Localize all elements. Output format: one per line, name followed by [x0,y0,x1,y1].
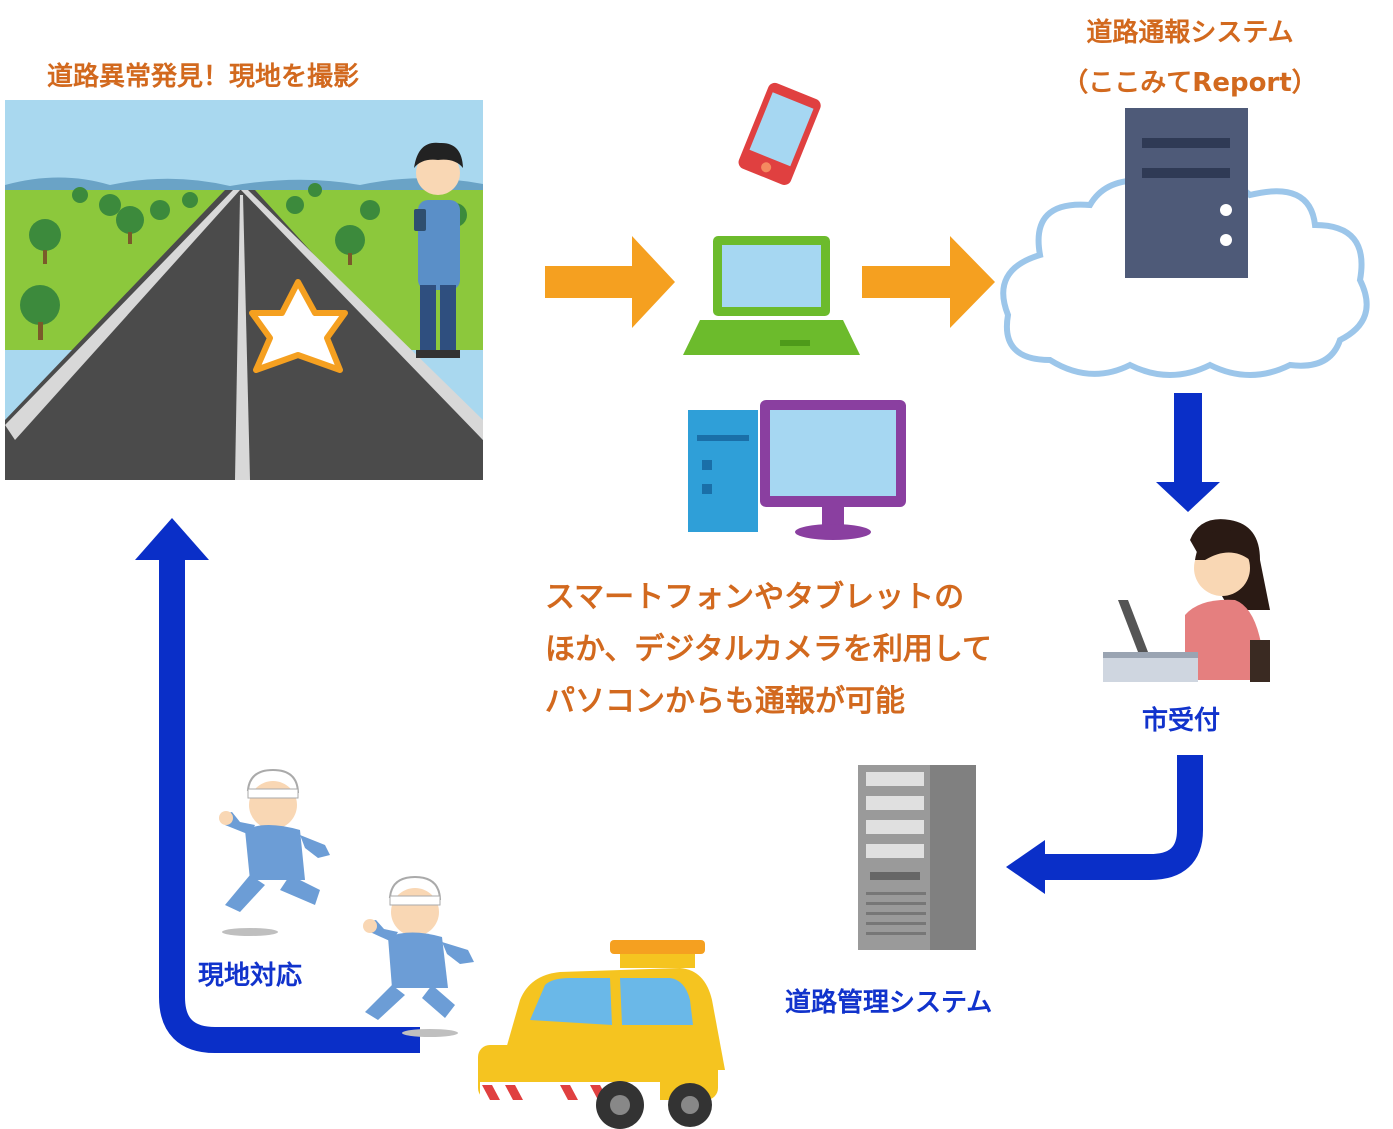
label-discover: 道路異常発見！現地を撮影 [47,62,360,92]
arrow-down [1156,393,1220,512]
smartphone-icon [738,82,821,185]
label-report-system-line2: （ここみてReport） [1062,68,1318,98]
staff-woman-illustration [1103,519,1270,682]
laptop-icon [683,236,860,355]
arrow-to-road-system [1006,755,1203,894]
arrow-right-2 [862,236,995,328]
arrow-right-1 [545,236,675,328]
road-scene-illustration [5,100,483,480]
cloud-server-icon [1000,108,1370,378]
label-city-reception: 市受付 [1142,706,1221,736]
arrow-return-up [135,518,420,1053]
label-note-line1: スマートフォンやタブレットの [545,580,965,615]
label-note-line3: パソコンからも通報が可能 [545,684,905,719]
label-road-management-system: 道路管理システム [785,988,993,1018]
label-note-line2: ほか、デジタルカメラを利用して [545,632,992,667]
desktop-pc-icon [688,400,906,540]
worker-2-illustration [363,875,474,1037]
label-onsite-response: 現地対応 [198,961,303,991]
label-note: スマートフォンやタブレットの ほか、デジタルカメラを利用して パソコンからも通報… [545,572,992,728]
patrol-car-illustration [478,940,725,1129]
label-report-system-line1: 道路通報システム [1086,18,1294,48]
label-report-system: 道路通報システム （ここみてReport） [1040,8,1340,108]
server-tower-icon [858,765,976,950]
worker-1-illustration [219,768,330,936]
